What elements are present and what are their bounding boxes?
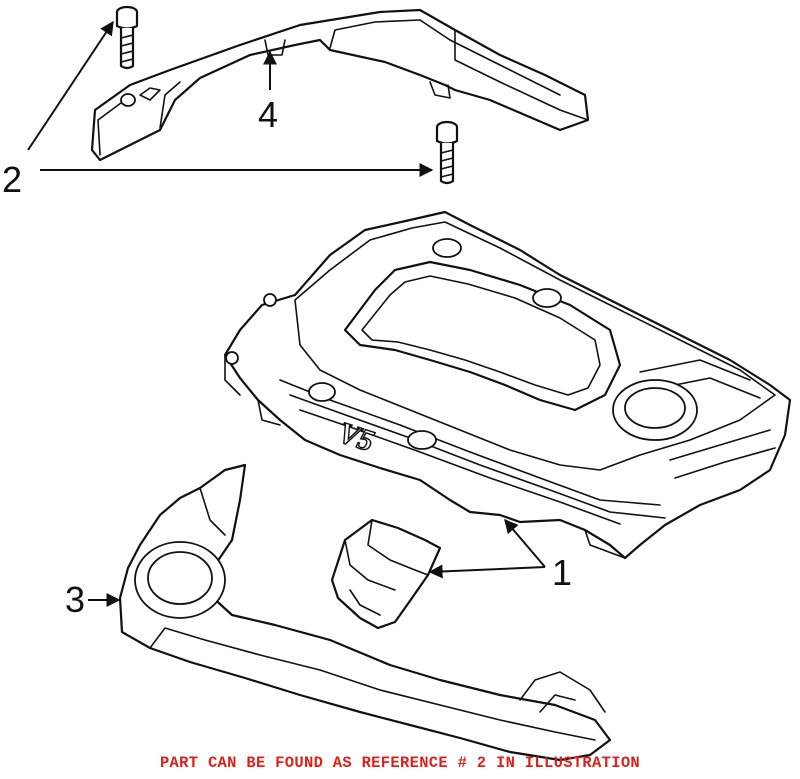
engine-cover: V5: [223, 210, 792, 560]
leader-lines: [27, 20, 546, 607]
upper-trim-cover: [90, 8, 590, 162]
callout-2: 2: [2, 159, 22, 200]
lower-trim-cover: [118, 463, 612, 762]
bolt-right: [435, 120, 459, 185]
callout-4: 4: [258, 94, 278, 135]
reference-note: PART CAN BE FOUND AS REFERENCE # 2 IN IL…: [159, 754, 641, 772]
bolt-upper-left: [115, 5, 139, 70]
callout-1: 1: [552, 552, 572, 593]
callout-3: 3: [65, 579, 85, 620]
cover-insert: [330, 518, 442, 630]
